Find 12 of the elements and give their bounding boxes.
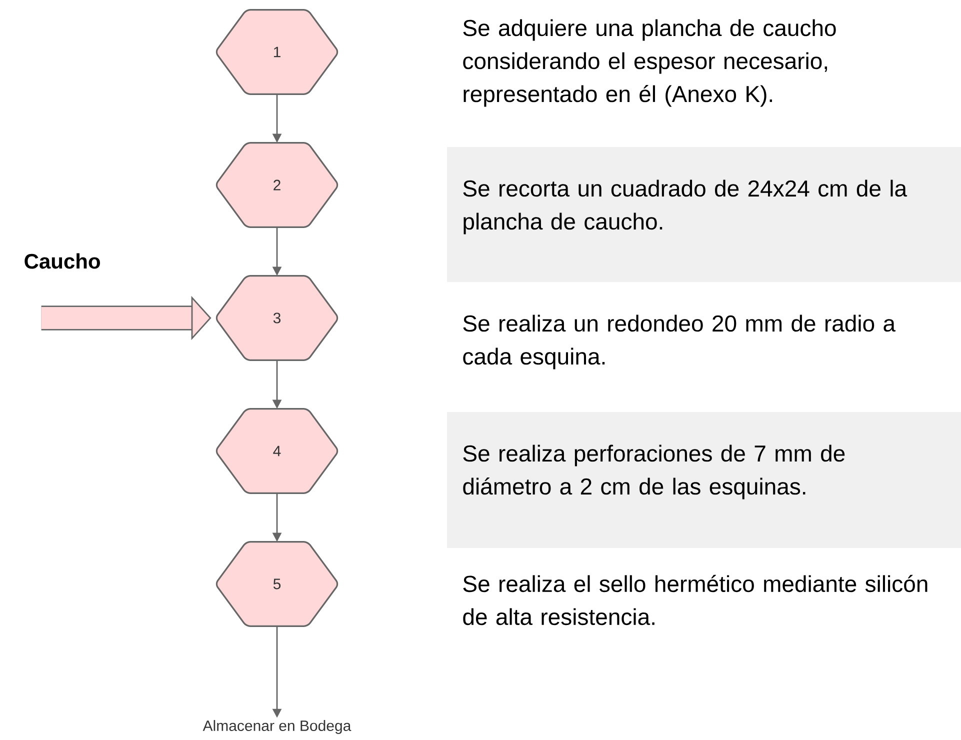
process-hexagon: 3 (216, 275, 338, 361)
end-text: Almacenar en Bodega (202, 720, 352, 734)
step-description: Se realiza perforaciones de 7 mm de diámetro a 2 cm de las esquinas. (463, 444, 845, 500)
process-hexagon: 2 (216, 142, 338, 228)
process-hexagon: 1 (216, 9, 338, 95)
step-description: Se realiza un redondeo 20 mm de radio a cada esquina. (463, 314, 896, 370)
process-hexagon: 4 (216, 408, 338, 494)
step-description: Se realiza el sello hermético mediante silicón de alta resistencia. (463, 574, 928, 626)
process-hexagon: 5 (216, 541, 338, 627)
edge-label: Caucho (24, 253, 100, 269)
step-description: Se adquiere una plancha de caucho considerando el espesor necesario, representado en él (Anexo K). (463, 19, 836, 107)
step-description: Se recorta un cuadrado de 24x24 cm de la plancha de caucho. (463, 180, 908, 234)
